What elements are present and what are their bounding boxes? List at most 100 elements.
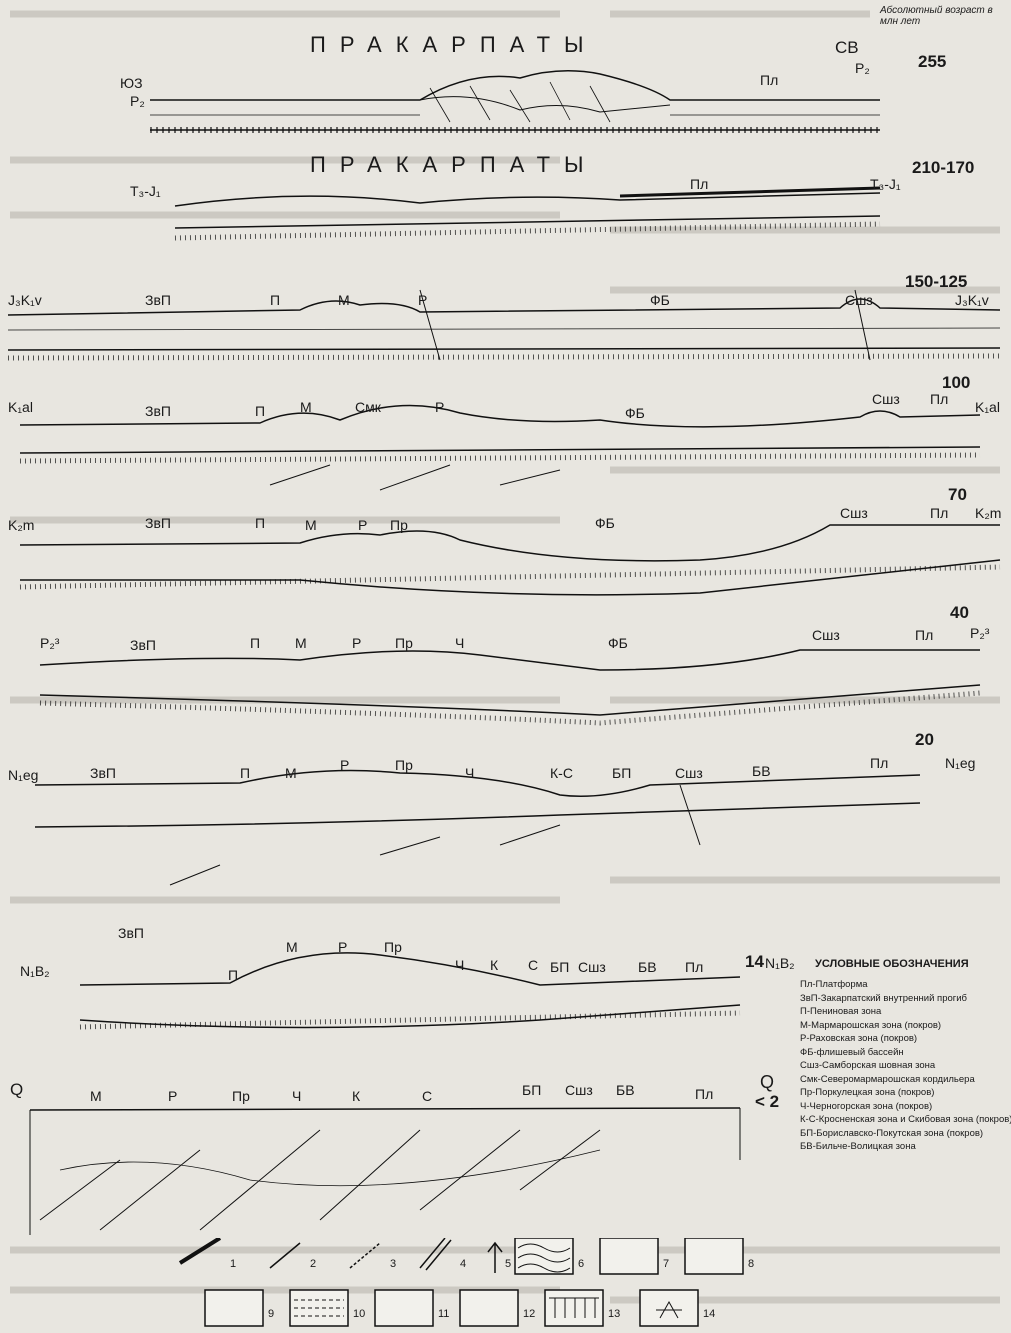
dir-ne: СВ — [835, 38, 859, 58]
legend-item: ЗвП-Закарпатский внутренний прогиб — [800, 992, 1011, 1006]
legend-item: БП-Бориславско-Покутская зона (покров) — [800, 1127, 1011, 1141]
zone-label: БП — [522, 1082, 541, 1098]
zone-label: П — [255, 403, 265, 419]
key-number: 5 — [505, 1258, 511, 1270]
zone-label: БВ — [752, 763, 771, 779]
key-number: 11 — [438, 1308, 449, 1320]
key-number: 4 — [460, 1258, 466, 1270]
key-number: 1 — [230, 1258, 236, 1270]
right-label: K₁al — [975, 399, 1000, 415]
cross-section-4 — [0, 385, 1011, 495]
right-label: Q — [760, 1072, 774, 1093]
zone-label: ЗвП — [90, 765, 116, 781]
left-label: K₁al — [8, 399, 33, 415]
zone-label: Пл — [760, 72, 778, 88]
section-panel-2: ПРАКАРПАТЫ T₃-J₁ T₃-J₁ Пл 210-170 — [0, 148, 1011, 258]
left-label: Q — [10, 1080, 23, 1100]
zone-label: Р — [338, 939, 347, 955]
legend-item: Ч-Черногорская зона (покров) — [800, 1100, 1011, 1114]
age-label: 100 — [942, 373, 970, 393]
cross-section-3 — [0, 270, 1011, 380]
key-number: 3 — [390, 1258, 396, 1270]
zone-label: П — [250, 635, 260, 651]
legend-item: П-Пениновая зона — [800, 1005, 1011, 1019]
legend-item: Пр-Поркулецкая зона (покров) — [800, 1086, 1011, 1100]
zone-label: С — [528, 957, 538, 973]
zone-label: Р — [358, 517, 367, 533]
section-panel-1: ПРАКАРПАТЫ ЮЗ P₂ СВ P₂ Пл 255 — [0, 30, 1011, 150]
zone-label: Сшз — [565, 1082, 593, 1098]
key-number: 14 — [703, 1308, 715, 1320]
zone-label: Р — [435, 399, 444, 415]
title: ПРАКАРПАТЫ — [310, 32, 598, 58]
zone-label: ЗвП — [130, 637, 156, 653]
zone-label: М — [285, 765, 297, 781]
key-number: 2 — [310, 1258, 316, 1270]
zone-label: Р — [352, 635, 361, 651]
age-note: Абсолютный возраст в млн лет — [880, 5, 1000, 27]
zone-label: П — [228, 967, 238, 983]
legend-item: К-С-Кросненская зона и Скибовая зона (по… — [800, 1113, 1011, 1127]
zone-label: Пл — [695, 1086, 713, 1102]
section-panel-3: J₃K₁v ЗвП П М Р ФБ Сшз J₃K₁v 150-125 — [0, 270, 1011, 380]
zone-label: М — [286, 939, 298, 955]
legend-item: Смк-Северомармарошская кордильера — [800, 1073, 1011, 1087]
right-label: N₁eg — [945, 755, 975, 771]
zone-label: Сшз — [675, 765, 703, 781]
section-panel-6: P₂³ ЗвП П М Р Пр Ч ФБ Сшз Пл P₂³ 40 — [0, 625, 1011, 740]
zone-label: Пл — [930, 505, 948, 521]
zone-label: К — [490, 957, 498, 973]
left-label: K₂m — [8, 517, 34, 533]
left-label: P₂ — [130, 93, 145, 109]
zone-label: П — [240, 765, 250, 781]
legend: Пл-Платформа ЗвП-Закарпатский внутренний… — [800, 978, 1011, 1154]
title: ПРАКАРПАТЫ — [310, 152, 598, 178]
zone-label: Пл — [915, 627, 933, 643]
key-number: 7 — [663, 1258, 669, 1270]
zone-label: ЗвП — [145, 292, 171, 308]
key-number: 9 — [268, 1308, 274, 1320]
legend-item: Сшз-Самборская шовная зона — [800, 1059, 1011, 1073]
cross-section-7 — [0, 755, 1011, 905]
zone-label: Сшз — [845, 292, 873, 308]
age-label: 70 — [948, 485, 967, 505]
zone-label: ЗвП — [145, 403, 171, 419]
left-label: P₂³ — [40, 635, 59, 651]
zone-label: К-С — [550, 765, 573, 781]
zone-label: ЗвП — [118, 925, 144, 941]
zone-label: Р — [418, 292, 427, 308]
zone-label: П — [255, 515, 265, 531]
zone-label: Смк — [355, 399, 381, 415]
right-label: P₂ — [855, 60, 870, 76]
key-number: 6 — [578, 1258, 584, 1270]
zone-label: Ч — [465, 765, 474, 781]
symbol-key: 1 2 3 4 5 6 7 8 9 10 11 12 13 14 — [120, 1238, 900, 1328]
legend-item: М-Мармарошская зона (покров) — [800, 1019, 1011, 1033]
zone-label: БП — [612, 765, 631, 781]
key-number: 12 — [523, 1308, 535, 1320]
left-label: T₃-J₁ — [130, 183, 161, 199]
key-number: 8 — [748, 1258, 754, 1270]
legend-title: УСЛОВНЫЕ ОБОЗНАЧЕНИЯ — [815, 958, 969, 970]
dir-sw: ЮЗ — [120, 75, 143, 91]
zone-label: М — [338, 292, 350, 308]
section-panel-4: K₁al ЗвП П М Смк Р ФБ Сшз Пл K₁al 100 — [0, 385, 1011, 495]
age-label: < 2 — [755, 1092, 779, 1112]
zone-label: М — [300, 399, 312, 415]
zone-label: М — [305, 517, 317, 533]
zone-label: ФБ — [595, 515, 615, 531]
zone-label: ФБ — [650, 292, 670, 308]
zone-label: Пр — [395, 757, 413, 773]
right-label: N₁B₂ — [765, 955, 795, 971]
zone-label: Пл — [930, 391, 948, 407]
zone-label: К — [352, 1088, 360, 1104]
zone-label: Пр — [395, 635, 413, 651]
zone-label: БП — [550, 959, 569, 975]
zone-label: Р — [168, 1088, 177, 1104]
left-label: J₃K₁v — [8, 292, 42, 308]
zone-label: ЗвП — [145, 515, 171, 531]
age-label: 20 — [915, 730, 934, 750]
age-label: 40 — [950, 603, 969, 623]
section-panel-5: K₂m ЗвП П М Р Пр ФБ Сшз Пл K₂m 70 — [0, 505, 1011, 620]
zone-label: Сшз — [840, 505, 868, 521]
